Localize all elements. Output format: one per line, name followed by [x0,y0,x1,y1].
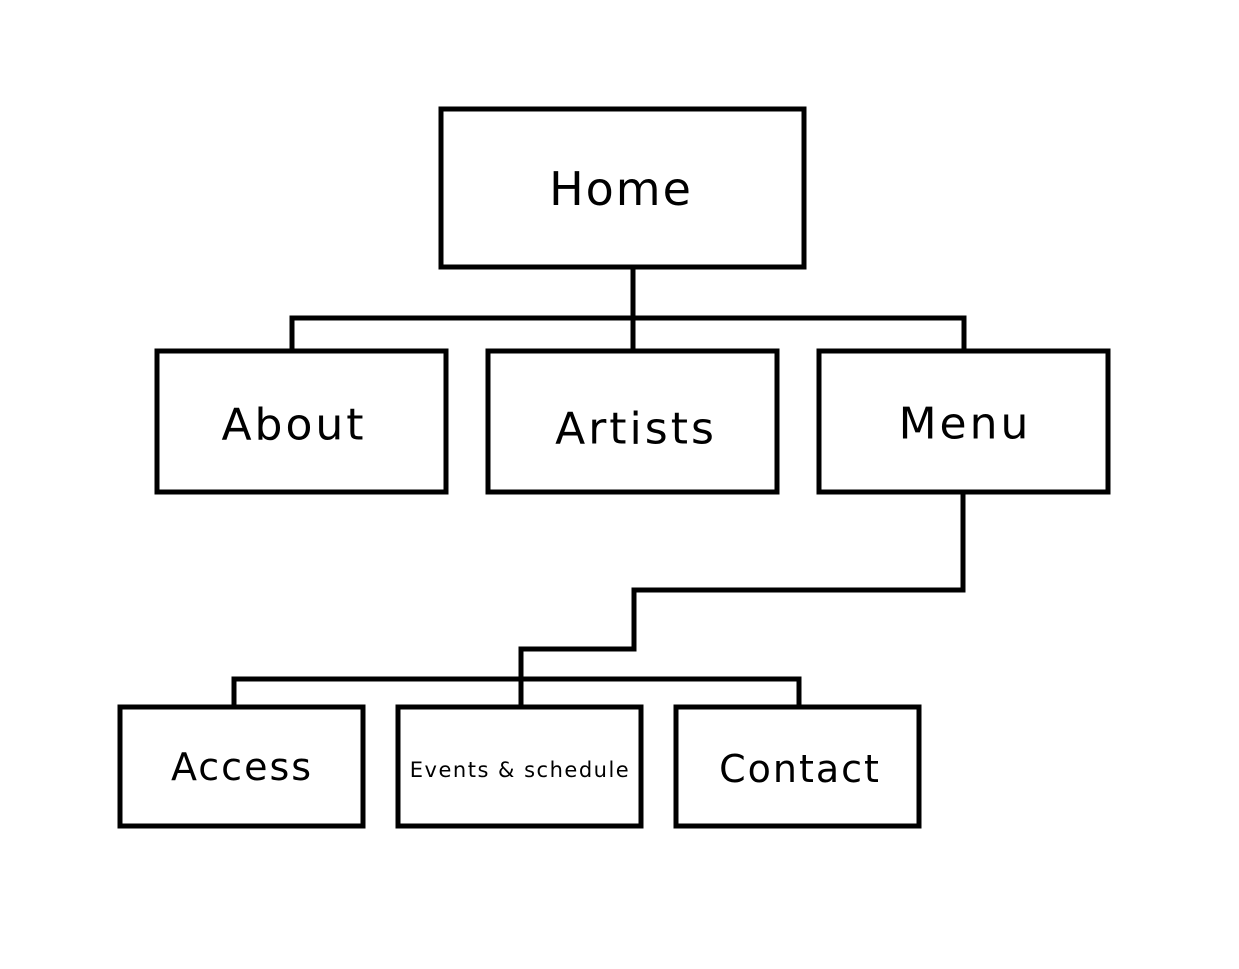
node-about: About [154,348,449,495]
node-events-schedule-label: Events & schedule [410,758,630,782]
node-home: Home [438,106,807,270]
node-home-box [438,106,807,270]
node-contact: Contact [673,704,922,829]
node-contact-box [673,704,922,829]
node-access-label: Access [171,745,313,789]
node-menu: Menu [816,348,1111,495]
node-access: Access [117,704,366,829]
node-events-schedule-box [395,704,644,829]
node-menu-label: Menu [899,399,1032,450]
node-artists-box [485,348,780,495]
node-artists: Artists [485,348,780,495]
connectors [231,267,967,707]
node-menu-box [816,348,1111,495]
node-contact-label: Contact [719,747,881,791]
connector-menu-trunk [518,493,966,707]
node-about-label: About [221,400,366,451]
node-artists-label: Artists [555,404,717,455]
node-events-schedule: Events & schedule [395,704,644,829]
connector-level1-bus [289,315,967,351]
node-about-box [154,348,449,495]
node-access-box [117,704,366,829]
node-home-label: Home [549,162,693,216]
connector-level2-bus [231,676,802,707]
